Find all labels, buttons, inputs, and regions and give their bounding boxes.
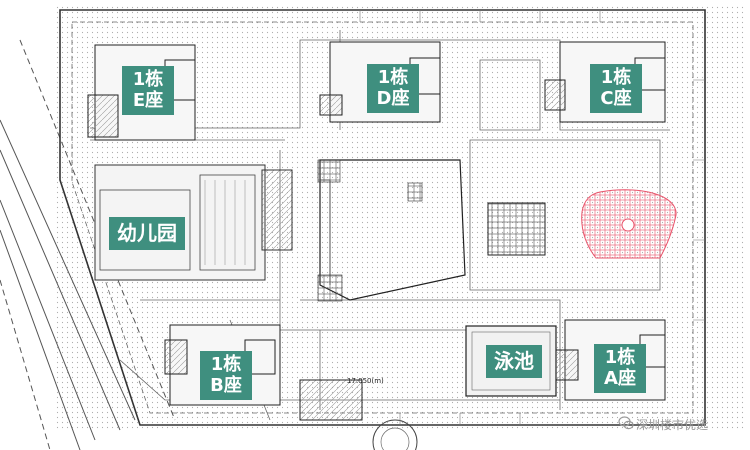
grid-court [487, 202, 546, 256]
pool-inner [471, 331, 551, 391]
watermark-text: 深圳楼市优选 [636, 418, 709, 432]
plaza-grid-center [407, 182, 423, 202]
tower-a-label: 1栋 A座 [594, 344, 646, 394]
central-plaza [319, 159, 466, 301]
tower-e-label-line1: 1栋 [132, 69, 164, 90]
annotation-ticks [359, 10, 705, 425]
tower-a-label-line1: 1栋 [604, 347, 636, 368]
tower-c-label-line1: 1栋 [600, 67, 632, 88]
elevation-note: 17.050(m) [347, 377, 384, 385]
tower-d-label-line2: D座 [376, 87, 410, 109]
pool-label: 泳池 [486, 345, 542, 378]
tower-d-label: 1栋 D座 [367, 64, 419, 114]
kindergarten-label: 幼儿园 [109, 217, 185, 250]
tower-e-label-line2: E座 [132, 89, 164, 111]
site-boundary [59, 9, 706, 426]
plaza-grid-bottom [317, 274, 343, 302]
tower-d-label-line1: 1栋 [377, 67, 409, 88]
parking-ramp [299, 379, 363, 421]
tower-c-label-line2: C座 [600, 87, 632, 109]
plaza-grid-top [317, 159, 341, 183]
tower-e-label: 1栋 E座 [122, 66, 174, 116]
tower-b-label: 1栋 B座 [200, 351, 252, 401]
entrance-roundabout-inner [380, 427, 410, 450]
inner-boundary [71, 21, 694, 414]
tower-b-label-line1: 1栋 [210, 354, 242, 375]
entrance-roundabout [372, 419, 418, 450]
wechat-icon [618, 416, 634, 430]
tower-c-label: 1栋 C座 [590, 64, 642, 114]
pink-center-circle [621, 218, 635, 232]
tower-a-label-line2: A座 [604, 367, 636, 389]
tower-b-label-line2: B座 [210, 374, 242, 396]
